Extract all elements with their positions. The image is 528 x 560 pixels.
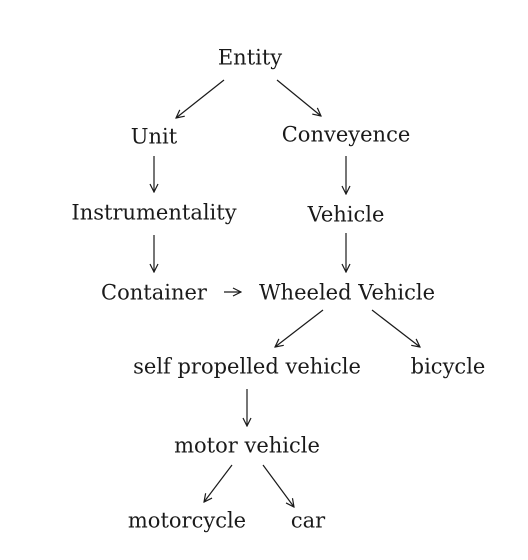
node-car: car xyxy=(290,508,326,533)
node-self-propelled-vehicle: self propelled vehicle xyxy=(133,354,361,379)
node-vehicle: Vehicle xyxy=(307,202,385,227)
edge-arrow-entity-to-unit xyxy=(176,79,225,118)
node-entity: Entity xyxy=(217,45,283,70)
node-instrumentality: Instrumentality xyxy=(71,200,237,225)
node-motor-vehicle: motor vehicle xyxy=(174,433,320,458)
edge-arrow-wheeled-vehicle-to-bicycle xyxy=(371,309,420,347)
node-conveyence: Conveyence xyxy=(281,122,411,147)
node-unit: Unit xyxy=(130,124,178,149)
edge-arrow-motor-vehicle-to-motorcycle xyxy=(204,464,233,502)
node-bicycle: bicycle xyxy=(410,354,486,379)
node-motorcycle: motorcycle xyxy=(127,508,247,533)
edge-group xyxy=(154,79,420,507)
node-wheeled-vehicle: Wheeled Vehicle xyxy=(258,280,436,305)
node-container: Container xyxy=(101,280,207,305)
edge-arrow-motor-vehicle-to-car xyxy=(262,464,294,507)
edge-arrow-entity-to-conveyence xyxy=(276,79,321,116)
edge-arrow-wheeled-vehicle-to-self-propelled-vehicle xyxy=(275,309,324,347)
